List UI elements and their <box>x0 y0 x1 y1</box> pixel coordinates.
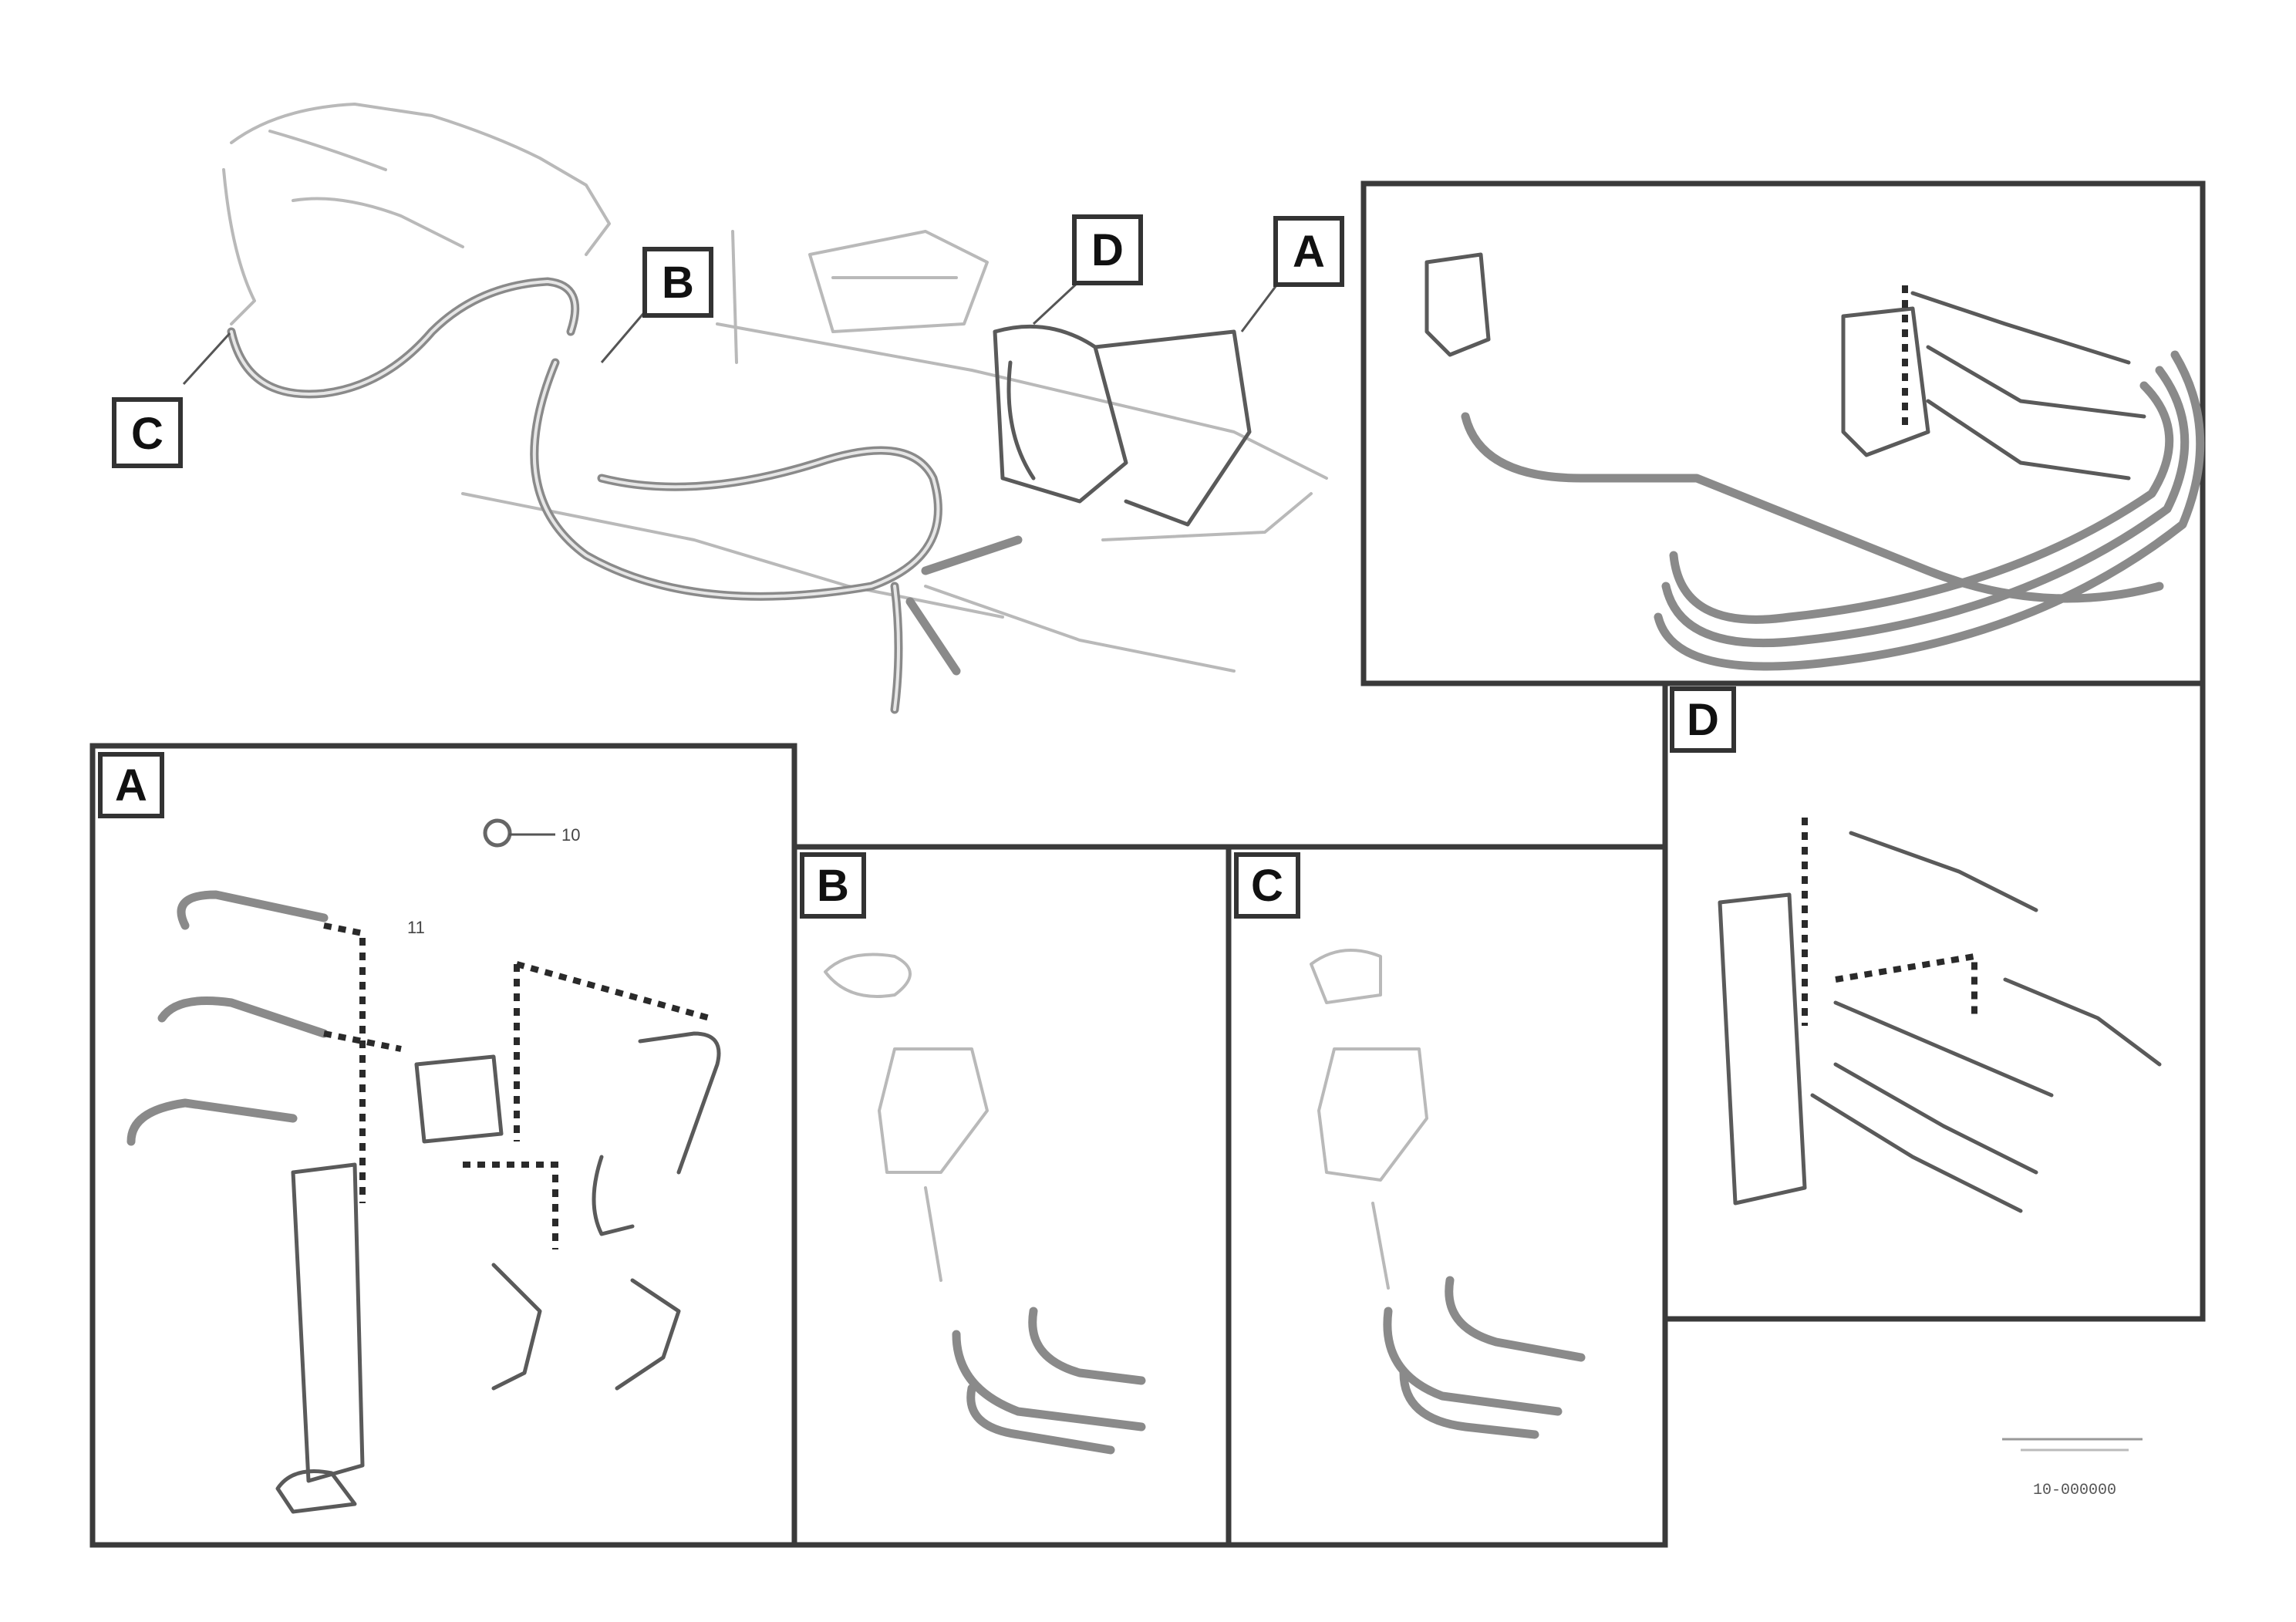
machine-outline <box>222 103 1328 673</box>
detail-b: B <box>791 844 1232 1548</box>
svg-text:B: B <box>817 861 849 911</box>
inset-hose-routing <box>1360 180 2206 686</box>
detail-d: D <box>1662 680 2206 1322</box>
main-label-b: B <box>642 247 713 318</box>
main-label-a: A <box>1273 216 1344 287</box>
svg-text:10: 10 <box>561 825 580 845</box>
svg-text:10-000000: 10-000000 <box>2033 1482 2116 1499</box>
main-hoses <box>227 277 1252 714</box>
svg-text:11: 11 <box>407 918 425 937</box>
svg-text:C: C <box>1251 861 1283 911</box>
svg-text:D: D <box>1091 225 1124 275</box>
main-label-d: D <box>1072 214 1143 285</box>
main-view: C B D A <box>112 103 1344 714</box>
drawing-reference: 10-000000 <box>2002 1438 2143 1499</box>
svg-text:D: D <box>1687 695 1719 745</box>
detail-c: C <box>1226 844 1668 1548</box>
detail-a: A 10 11 <box>89 743 797 1548</box>
svg-text:C: C <box>131 409 164 459</box>
svg-text:A: A <box>115 760 147 811</box>
svg-text:A: A <box>1293 227 1325 277</box>
svg-text:B: B <box>662 258 694 308</box>
main-label-c: C <box>112 397 183 468</box>
